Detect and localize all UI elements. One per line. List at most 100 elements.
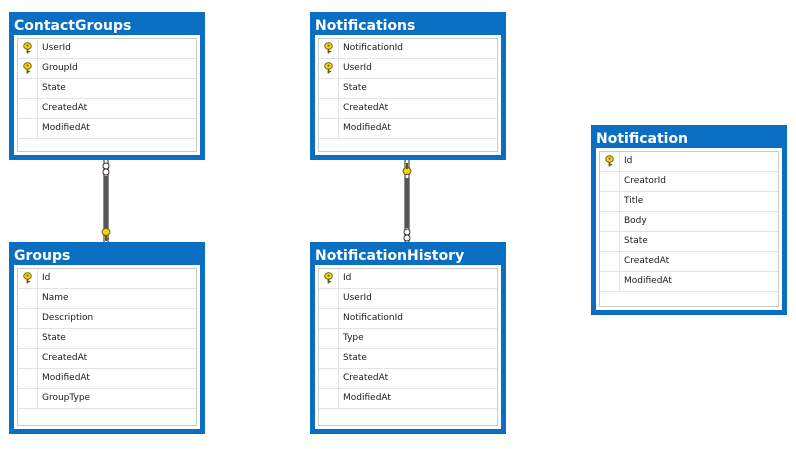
column-row[interactable]: Id bbox=[319, 269, 497, 289]
column-row[interactable]: UserId bbox=[18, 39, 196, 59]
many-end-icon bbox=[403, 234, 411, 242]
column-row[interactable]: CreatedAt bbox=[319, 99, 497, 119]
key-cell bbox=[18, 389, 38, 408]
column-name: CreatedAt bbox=[42, 103, 88, 113]
many-end-icon bbox=[102, 168, 110, 176]
relationship-notifications-notificationhistory[interactable] bbox=[402, 160, 412, 242]
key-cell bbox=[600, 252, 620, 271]
column-row[interactable]: CreatedAt bbox=[18, 99, 196, 119]
key-end-icon bbox=[101, 228, 111, 241]
key-cell bbox=[600, 212, 620, 231]
column-row[interactable]: State bbox=[600, 232, 778, 252]
column-row[interactable]: Type bbox=[319, 329, 497, 349]
key-cell bbox=[600, 172, 620, 191]
column-name: UserId bbox=[343, 63, 372, 73]
column-name: NotificationId bbox=[343, 43, 404, 53]
column-row[interactable]: NotificationId bbox=[319, 39, 497, 59]
column-name: Description bbox=[42, 313, 94, 323]
key-cell bbox=[319, 59, 339, 78]
column-name: NotificationId bbox=[343, 313, 404, 323]
column-row[interactable]: Title bbox=[600, 192, 778, 212]
column-row[interactable]: CreatedAt bbox=[600, 252, 778, 272]
column-name: State bbox=[42, 333, 66, 343]
key-cell bbox=[600, 152, 620, 171]
column-name: CreatorId bbox=[624, 176, 666, 186]
key-cell bbox=[319, 99, 339, 118]
column-row[interactable]: Id bbox=[18, 269, 196, 289]
column-row[interactable]: State bbox=[18, 329, 196, 349]
column-row[interactable]: Body bbox=[600, 212, 778, 232]
column-name: State bbox=[42, 83, 66, 93]
column-name: Id bbox=[343, 273, 352, 283]
table-title: NotificationHistory bbox=[313, 245, 503, 265]
key-cell bbox=[18, 369, 38, 388]
many-end-icon bbox=[102, 162, 110, 170]
column-row[interactable]: CreatorId bbox=[600, 172, 778, 192]
key-cell bbox=[319, 349, 339, 368]
column-row[interactable]: State bbox=[319, 349, 497, 369]
column-row[interactable]: ModifiedAt bbox=[18, 369, 196, 389]
column-row[interactable]: State bbox=[18, 79, 196, 99]
column-row[interactable]: Id bbox=[600, 152, 778, 172]
key-cell bbox=[18, 309, 38, 328]
key-cell bbox=[319, 269, 339, 288]
column-row[interactable]: Name bbox=[18, 289, 196, 309]
column-row[interactable]: ModifiedAt bbox=[600, 272, 778, 292]
key-cell bbox=[319, 329, 339, 348]
column-row[interactable]: CreatedAt bbox=[18, 349, 196, 369]
key-cell bbox=[319, 289, 339, 308]
column-name: ModifiedAt bbox=[343, 123, 391, 133]
column-name: GroupType bbox=[42, 393, 91, 403]
key-cell bbox=[18, 99, 38, 118]
key-end-icon bbox=[402, 163, 412, 175]
column-row[interactable]: State bbox=[319, 79, 497, 99]
key-cell bbox=[319, 369, 339, 388]
relationship-contactgroups-groups[interactable] bbox=[101, 159, 111, 242]
column-row[interactable]: GroupType bbox=[18, 389, 196, 409]
column-row[interactable]: CreatedAt bbox=[319, 369, 497, 389]
column-name: Id bbox=[624, 156, 633, 166]
column-name: Body bbox=[624, 216, 647, 226]
column-row[interactable]: UserId bbox=[319, 59, 497, 79]
column-row[interactable]: ModifiedAt bbox=[319, 389, 497, 409]
key-cell bbox=[18, 119, 38, 138]
column-name: CreatedAt bbox=[343, 103, 389, 113]
key-cell bbox=[18, 349, 38, 368]
column-name: State bbox=[343, 83, 367, 93]
column-row[interactable]: ModifiedAt bbox=[319, 119, 497, 139]
key-cell bbox=[18, 329, 38, 348]
column-row[interactable]: GroupId bbox=[18, 59, 196, 79]
column-row[interactable]: ModifiedAt bbox=[18, 119, 196, 139]
column-row[interactable]: UserId bbox=[319, 289, 497, 309]
key-cell bbox=[319, 309, 339, 328]
key-cell bbox=[18, 289, 38, 308]
table-title: ContactGroups bbox=[12, 15, 202, 35]
key-cell bbox=[319, 79, 339, 98]
key-cell bbox=[319, 119, 339, 138]
key-cell bbox=[600, 272, 620, 291]
column-name: GroupId bbox=[42, 63, 78, 73]
table-title: Groups bbox=[12, 245, 202, 265]
column-name: UserId bbox=[42, 43, 71, 53]
column-row[interactable]: NotificationId bbox=[319, 309, 497, 329]
column-name: ModifiedAt bbox=[42, 123, 90, 133]
column-row[interactable]: Description bbox=[18, 309, 196, 329]
key-cell bbox=[18, 269, 38, 288]
column-name: CreatedAt bbox=[343, 373, 389, 383]
column-name: ModifiedAt bbox=[42, 373, 90, 383]
table-title: Notification bbox=[594, 128, 784, 148]
